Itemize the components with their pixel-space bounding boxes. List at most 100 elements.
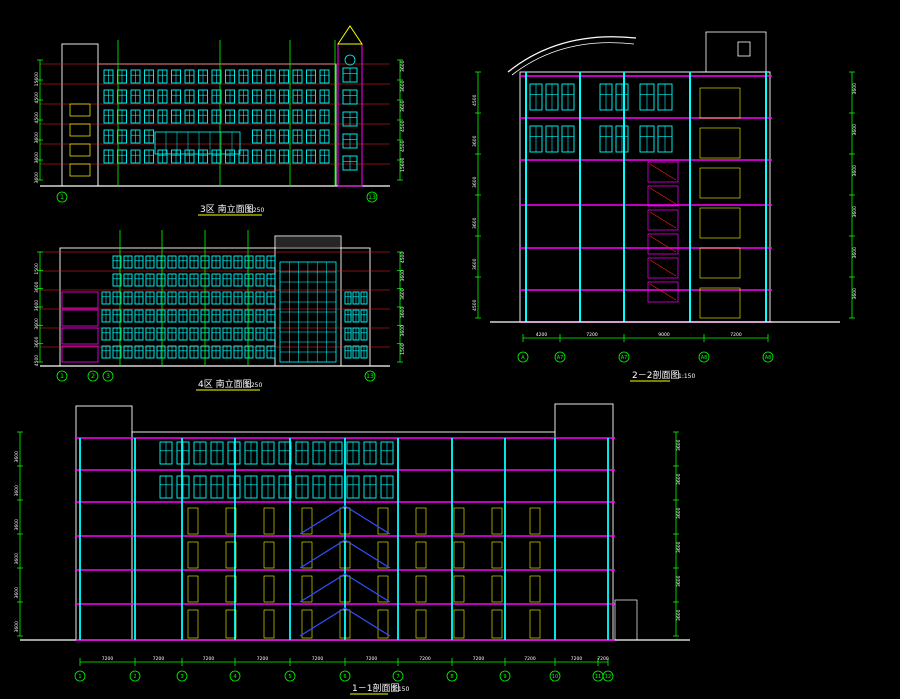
title-elev-a: 3区 南立面图 1:250	[198, 203, 264, 216]
door-opening	[529, 575, 541, 603]
stair-stringer	[649, 283, 677, 301]
main-facade	[59, 247, 371, 367]
grid-bubble	[366, 191, 378, 203]
title-section-2-2: 2－2剖面图 1:150	[630, 369, 695, 382]
title-text: 3区 南立面图	[200, 203, 254, 215]
room-box	[61, 291, 99, 309]
grid-label: 1	[60, 373, 64, 380]
grid-label: 2	[133, 674, 136, 680]
stair-flight	[647, 233, 679, 255]
dim-text: 4500	[472, 94, 478, 106]
dim-text: 3600	[852, 288, 858, 300]
grid-label: A7	[621, 355, 628, 361]
grid-bubble	[554, 351, 566, 363]
grid-bubble	[762, 351, 774, 363]
dim-text: 3600	[472, 217, 478, 229]
dim-text: 3600	[400, 307, 406, 319]
door-opening	[377, 541, 389, 569]
title-text: 4区 南立面图	[198, 378, 252, 390]
grid-label: 3	[106, 373, 110, 380]
dim-text: 4500	[472, 299, 478, 311]
stair-stringer	[649, 211, 677, 229]
door-opening	[377, 609, 389, 639]
grid-label: 2	[91, 373, 95, 380]
dim-text: 3600	[852, 247, 858, 259]
door-opening	[491, 609, 503, 639]
grid-label: 3	[180, 674, 183, 680]
stair-flight	[647, 161, 679, 183]
dim-text: 3600	[472, 258, 478, 270]
dim-text: 7200	[419, 656, 431, 662]
dim-text: 7200	[473, 656, 485, 662]
dim-text: 3600	[472, 176, 478, 188]
dim-text: 7200	[730, 332, 742, 338]
grid-bubble	[284, 670, 296, 682]
grid-bubble	[392, 670, 404, 682]
dim-text: 3600	[400, 325, 406, 337]
scale-text: 1:150	[678, 373, 695, 380]
door-opening	[491, 575, 503, 603]
grid-label: A	[521, 355, 525, 361]
dim-text: 3600	[34, 281, 40, 293]
dim-text: 1500	[400, 343, 406, 355]
dim-text: 7200	[102, 656, 114, 662]
dim-text: 7200	[203, 656, 215, 662]
stair-flight	[647, 185, 679, 207]
dim-text: 3600	[852, 83, 858, 95]
door-opening	[339, 575, 351, 603]
stair-window	[69, 143, 91, 157]
title-section-1-1: 1－1剖面图 1:150	[350, 682, 409, 695]
room-outline	[699, 87, 741, 119]
grid-bubble	[87, 370, 99, 382]
door-opening	[225, 575, 237, 603]
title-text: 2－2剖面图	[632, 369, 679, 381]
stair-window	[69, 123, 91, 137]
dim-text: 3600	[14, 519, 20, 531]
door-opening	[339, 541, 351, 569]
dim-text: 4500	[400, 140, 406, 152]
grid-label: 7	[396, 674, 399, 680]
dim-text: 3600	[852, 206, 858, 218]
dim-text: 3600	[676, 439, 682, 451]
grid-label: 4	[233, 674, 236, 680]
door-opening	[453, 609, 465, 639]
door-opening	[263, 609, 275, 639]
dim-text: 3600	[400, 60, 406, 72]
door-opening	[301, 609, 313, 639]
grid-label: 1	[60, 194, 64, 201]
grid-bubble	[129, 670, 141, 682]
door-opening	[301, 575, 313, 603]
door-opening	[377, 507, 389, 535]
dim-text: 3600	[400, 288, 406, 300]
door-opening	[415, 507, 427, 535]
dim-text: 7200	[571, 656, 583, 662]
room-outline	[699, 247, 741, 279]
dim-text: 7200	[586, 332, 598, 338]
grid-bubble	[74, 670, 86, 682]
stair	[299, 539, 391, 569]
dim-text: 3600	[400, 80, 406, 92]
entry-canopy	[614, 599, 638, 641]
dim-text: 3600	[34, 152, 40, 164]
door-opening	[301, 541, 313, 569]
grid-bubble	[229, 670, 241, 682]
dim-text: 7200	[153, 656, 165, 662]
dim-text: 3600	[472, 135, 478, 147]
room-box	[61, 327, 99, 345]
grid-bubble	[56, 191, 68, 203]
dim-text: 7200	[597, 656, 609, 662]
door-opening	[491, 541, 503, 569]
grid-bubble	[446, 670, 458, 682]
scale-text: 1:250	[245, 382, 262, 389]
door-opening	[187, 507, 199, 535]
room-box	[61, 309, 99, 327]
grid-label: A8	[765, 355, 772, 361]
grid-bubble	[549, 670, 561, 682]
door-opening	[453, 575, 465, 603]
room-outline	[699, 127, 741, 159]
stair-window	[69, 103, 91, 117]
scale-text: 1:250	[247, 207, 264, 214]
